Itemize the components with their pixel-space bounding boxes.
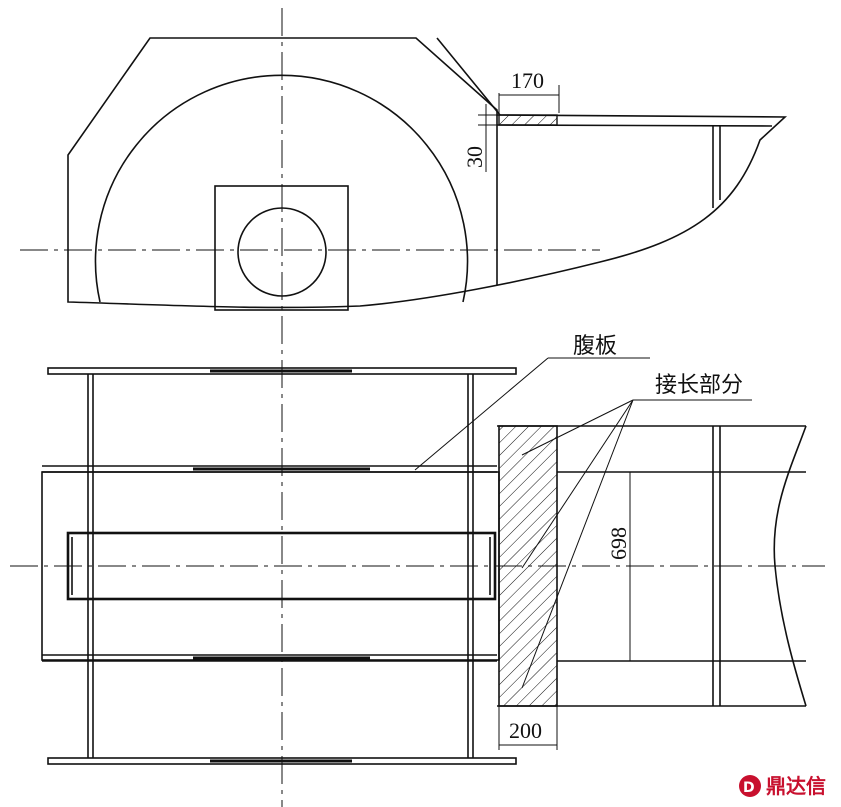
label-web-leader — [414, 357, 549, 471]
dim-170-text: 170 — [511, 68, 544, 93]
wheel-arc — [94, 74, 469, 303]
label-extension-leader-1 — [521, 399, 634, 456]
top-view: 170 30 — [20, 8, 788, 807]
housing-outline — [67, 37, 788, 309]
dim-698-text: 698 — [606, 527, 631, 560]
label-extension: 接长部分 — [655, 373, 743, 398]
dim-30-text: 30 — [462, 146, 487, 168]
dim-200-text: 200 — [509, 718, 542, 743]
label-extension-leader-2 — [521, 399, 634, 569]
bottom-view: 698 200 腹板 接长部分 — [10, 334, 825, 765]
extension-hatched-block — [498, 425, 558, 707]
label-extension-leader-3 — [521, 399, 634, 689]
watermark-text: 鼎达信 — [766, 774, 826, 798]
top-extension-hatch — [498, 114, 558, 126]
shaft-circle — [237, 207, 327, 297]
watermark: D 鼎达信 — [739, 774, 826, 798]
bottom-flange-plate — [47, 757, 517, 765]
hub-rectangle — [214, 185, 349, 311]
top-flange-plate — [47, 367, 517, 375]
housing-chamfer-inner — [436, 37, 501, 116]
svg-text:D: D — [743, 780, 755, 796]
shaft-body — [66, 531, 497, 601]
label-web: 腹板 — [573, 334, 617, 359]
watermark-logo-icon — [739, 775, 761, 797]
arm-break-line — [773, 425, 807, 707]
